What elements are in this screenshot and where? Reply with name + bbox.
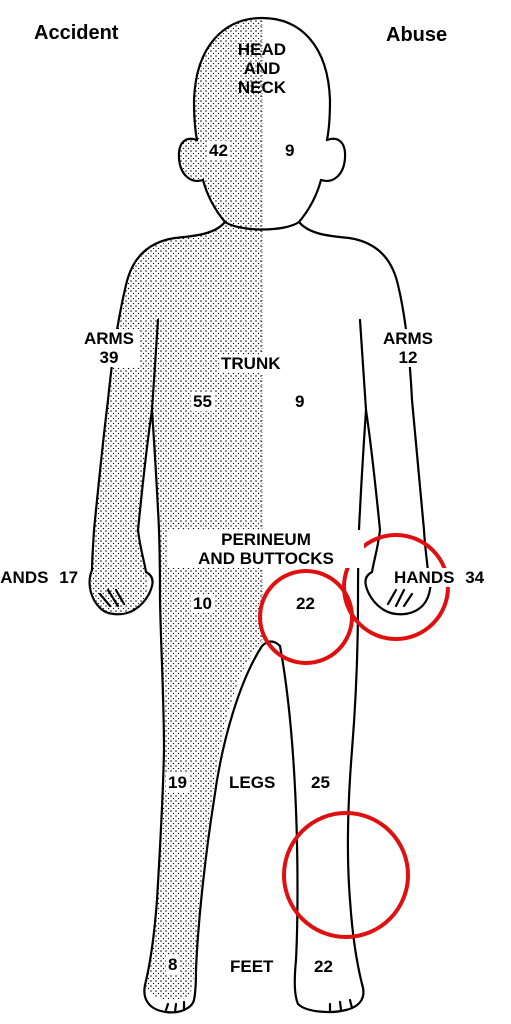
accident-shading [91, 18, 262, 1000]
perineum-accident-value: 10 [191, 594, 214, 613]
trunk-label: TRUNK [219, 354, 283, 373]
perineum-label: PERINEUM AND BUTTOCKS [168, 530, 364, 568]
head-neck-abuse-value: 9 [285, 141, 294, 160]
perineum-abuse-value: 22 [296, 594, 315, 613]
highlight-circle-feet [284, 813, 408, 937]
hands-abuse-label: HANDS 34 [392, 568, 486, 587]
trunk-accident-value: 55 [191, 392, 214, 411]
legs-accident-value: 19 [166, 773, 189, 792]
trunk-abuse-value: 9 [295, 392, 304, 411]
feet-accident-value: 8 [166, 955, 179, 974]
accident-header: Accident [34, 22, 118, 44]
legs-abuse-value: 25 [311, 773, 330, 792]
arms-abuse-label: ARMS 12 [373, 329, 443, 367]
feet-label: FEET [228, 957, 275, 976]
head-neck-accident-value: 42 [207, 141, 230, 160]
abuse-header: Abuse [386, 24, 447, 46]
feet-abuse-value: 22 [314, 957, 333, 976]
highlight-circle-perineum [260, 571, 352, 663]
head-neck-label: HEAD AND NECK [226, 40, 298, 97]
legs-label: LEGS [227, 773, 277, 792]
hands-accident-label: HANDS 17 [0, 568, 80, 587]
arms-accident-label: ARMS 39 [78, 329, 140, 367]
